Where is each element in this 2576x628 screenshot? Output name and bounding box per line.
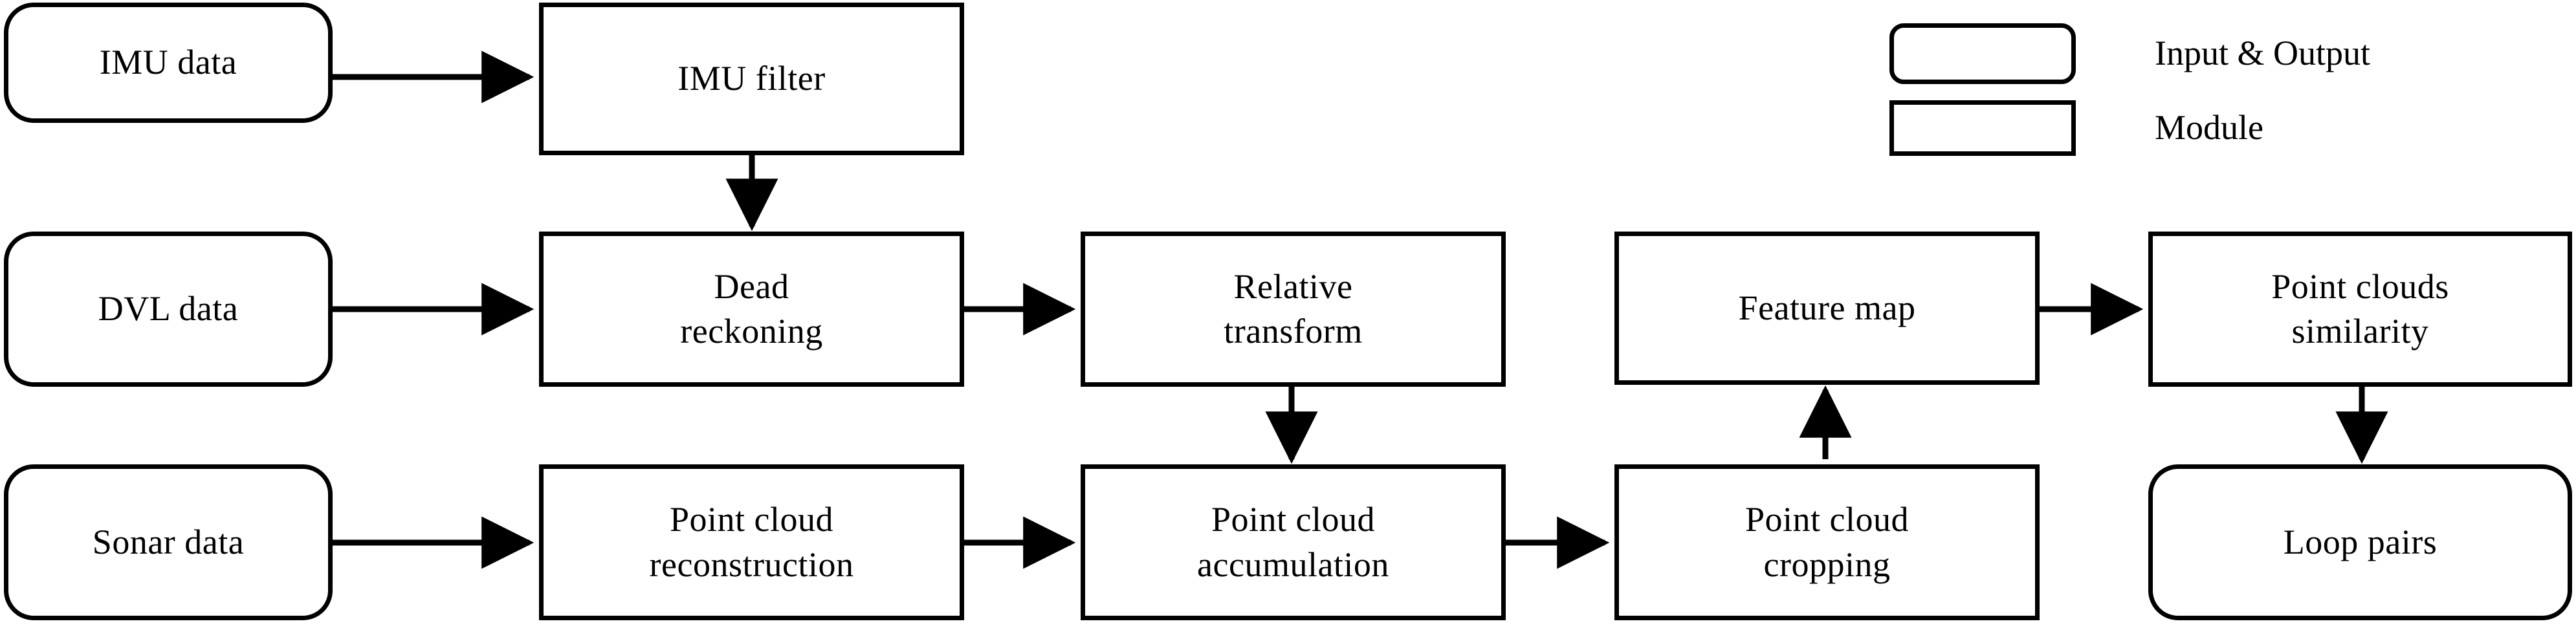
legend-swatch-module: [1889, 100, 2076, 156]
node-imu-filter[interactable]: IMU filter: [539, 3, 964, 155]
node-label: IMU data: [99, 43, 237, 82]
node-point-clouds-similarity[interactable]: Point clouds similarity: [2148, 232, 2572, 387]
node-sonar-data[interactable]: Sonar data: [4, 464, 333, 620]
node-label: Point cloud accumulation: [1197, 500, 1389, 584]
legend-swatch-io: [1889, 23, 2076, 84]
node-label: Point cloud reconstruction: [649, 500, 854, 584]
node-label: Sonar data: [92, 522, 245, 561]
node-point-cloud-reconstruction[interactable]: Point cloud reconstruction: [539, 464, 964, 620]
node-label: Feature map: [1738, 288, 1916, 327]
node-label: Dead reckoning: [680, 266, 823, 351]
node-label: DVL data: [98, 289, 239, 329]
node-label: IMU filter: [677, 59, 826, 98]
node-label: Relative transform: [1224, 266, 1363, 351]
node-point-cloud-accumulation[interactable]: Point cloud accumulation: [1081, 464, 1506, 620]
node-dvl-data[interactable]: DVL data: [4, 232, 333, 387]
node-label: Point clouds similarity: [2271, 266, 2449, 351]
node-imu-data[interactable]: IMU data: [4, 3, 333, 123]
node-label: Point cloud cropping: [1745, 500, 1909, 584]
node-feature-map[interactable]: Feature map: [1614, 232, 2040, 385]
node-dead-reckoning[interactable]: Dead reckoning: [539, 232, 964, 387]
node-loop-pairs[interactable]: Loop pairs: [2148, 464, 2572, 620]
legend-label-legend-module: Module: [2155, 108, 2263, 147]
legend-label-legend-input-output: Input & Output: [2155, 34, 2370, 72]
node-label: Loop pairs: [2283, 522, 2438, 561]
node-point-cloud-cropping[interactable]: Point cloud cropping: [1614, 464, 2040, 620]
node-relative-transform[interactable]: Relative transform: [1081, 232, 1506, 387]
